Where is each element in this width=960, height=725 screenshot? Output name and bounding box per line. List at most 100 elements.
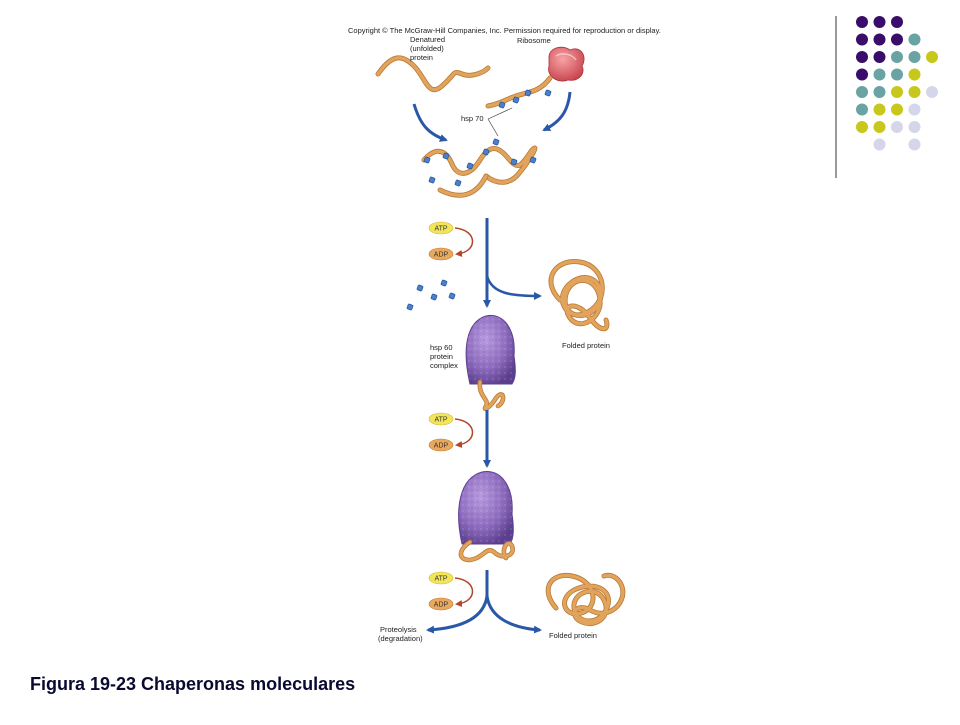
hsp70-molecule — [440, 279, 448, 287]
adp-label-1: ADP — [434, 252, 449, 259]
decorative-dot — [908, 121, 921, 133]
ribosome — [548, 46, 585, 82]
nascent-chain — [485, 75, 553, 109]
hsp70-molecules-top — [498, 89, 552, 109]
label-folded-protein-1: Folded protein — [562, 341, 610, 350]
decorative-dot — [873, 121, 886, 133]
slide-caption: Figura 19-23 Chaperonas moleculares — [30, 674, 356, 694]
atp-pill-2 — [428, 412, 454, 426]
atp-pill-3 — [428, 571, 454, 585]
decorative-dot — [908, 103, 921, 116]
hsp70-molecule — [492, 138, 500, 146]
decorative-dot — [891, 103, 903, 116]
decorative-dot — [873, 68, 886, 81]
decorative-dot — [856, 68, 868, 81]
hsp70-molecule — [529, 156, 537, 164]
label-hsp60-1: hsp 60 — [430, 343, 453, 352]
atp-label-3: ATP — [434, 576, 447, 583]
decorative-dot — [856, 33, 868, 46]
label-hsp60-3: complex — [430, 361, 458, 370]
label-denatured-1: Denatured — [410, 35, 445, 44]
hsp70-molecule — [423, 156, 431, 164]
hsp70-released — [406, 279, 456, 311]
decorative-dot — [856, 16, 868, 28]
decorative-dot — [873, 16, 886, 28]
hsp70-molecule — [512, 96, 520, 104]
decorative-dot — [873, 51, 886, 63]
decorative-dot — [873, 33, 886, 46]
adp-label-3: ADP — [434, 602, 449, 609]
label-denatured-2: (unfolded) — [410, 44, 444, 53]
decorative-dot — [891, 51, 903, 63]
atp-cycle-1: ATP ADP — [428, 221, 474, 261]
folded-protein-1 — [548, 259, 610, 332]
hsp70-molecule — [442, 152, 450, 160]
decorative-dot — [891, 121, 903, 133]
label-proteolysis-1: Proteolysis — [380, 625, 417, 634]
decorative-dot — [873, 138, 886, 151]
decorative-dot — [856, 86, 868, 98]
denatured-protein — [375, 55, 491, 93]
label-folded-protein-2: Folded protein — [549, 631, 597, 640]
adp-pill-3 — [428, 597, 454, 611]
hsp70-molecule — [524, 89, 532, 97]
arrow-to-proteolysis — [426, 595, 489, 634]
decorative-dot — [908, 86, 921, 98]
copyright-text: Copyright © The McGraw-Hill Companies, I… — [348, 26, 661, 35]
decorative-dot — [908, 51, 921, 63]
hsp70-molecule — [498, 101, 506, 109]
label-denatured-3: protein — [410, 53, 433, 62]
decorative-dot — [856, 51, 868, 63]
arrow-to-folded-2 — [485, 595, 542, 634]
atp-label-1: ATP — [434, 226, 447, 233]
hsp70-molecule — [544, 89, 552, 97]
label-proteolysis-2: (degradation) — [378, 634, 423, 643]
label-hsp70: hsp 70 — [461, 114, 484, 123]
label-hsp60-2: protein — [430, 352, 453, 361]
atp-cycle-3: ATP ADP — [428, 571, 474, 611]
hsp70-molecules-bound — [423, 138, 537, 187]
decorative-dot — [891, 16, 903, 28]
hsp70-molecule — [482, 148, 490, 156]
hsp60-tail-2 — [458, 539, 515, 563]
hsp70-molecule — [430, 293, 438, 301]
label-ribosome: Ribosome — [517, 36, 551, 45]
decorative-dot — [908, 138, 921, 151]
decorative-dot — [908, 68, 921, 81]
arrow-denatured-to-bound — [412, 103, 448, 142]
folded-protein-2 — [545, 572, 626, 626]
decorative-dot — [856, 121, 868, 133]
decorative-dot — [873, 86, 886, 98]
decorative-dot — [891, 68, 903, 81]
hsp60-tail-1 — [477, 379, 506, 412]
adp-label-2: ADP — [434, 443, 449, 450]
decorative-dot — [873, 103, 886, 116]
decorative-dot — [891, 33, 903, 46]
atp-label-2: ATP — [434, 417, 447, 424]
hsp70-molecule — [428, 176, 436, 184]
hsp70-molecule — [466, 162, 474, 170]
hsp70-molecule — [510, 158, 518, 166]
hsp70-molecule — [448, 292, 456, 300]
decorative-dot — [908, 33, 921, 46]
atp-pill-1 — [428, 221, 454, 235]
hsp60-complex-2 — [458, 471, 514, 545]
hsp70-bound-protein — [421, 145, 538, 198]
decorative-dot-grid — [856, 16, 938, 151]
decorative-dot — [926, 51, 938, 63]
hsp70-molecule — [406, 303, 414, 311]
decorative-dot — [926, 86, 938, 98]
adp-pill-1 — [428, 247, 454, 261]
atp-cycle-2: ATP ADP — [428, 412, 474, 452]
hsp60-complex-1 — [465, 314, 516, 385]
arrow-nascent-to-bound — [542, 91, 572, 132]
decorative-dot — [856, 103, 868, 116]
adp-pill-2 — [428, 438, 454, 452]
hsp70-molecule — [416, 284, 424, 292]
decorative-dot — [891, 86, 903, 98]
hsp70-leader-lines — [487, 107, 513, 137]
arrow-branch-folded-1 — [485, 275, 542, 300]
hsp70-molecule — [454, 179, 462, 187]
